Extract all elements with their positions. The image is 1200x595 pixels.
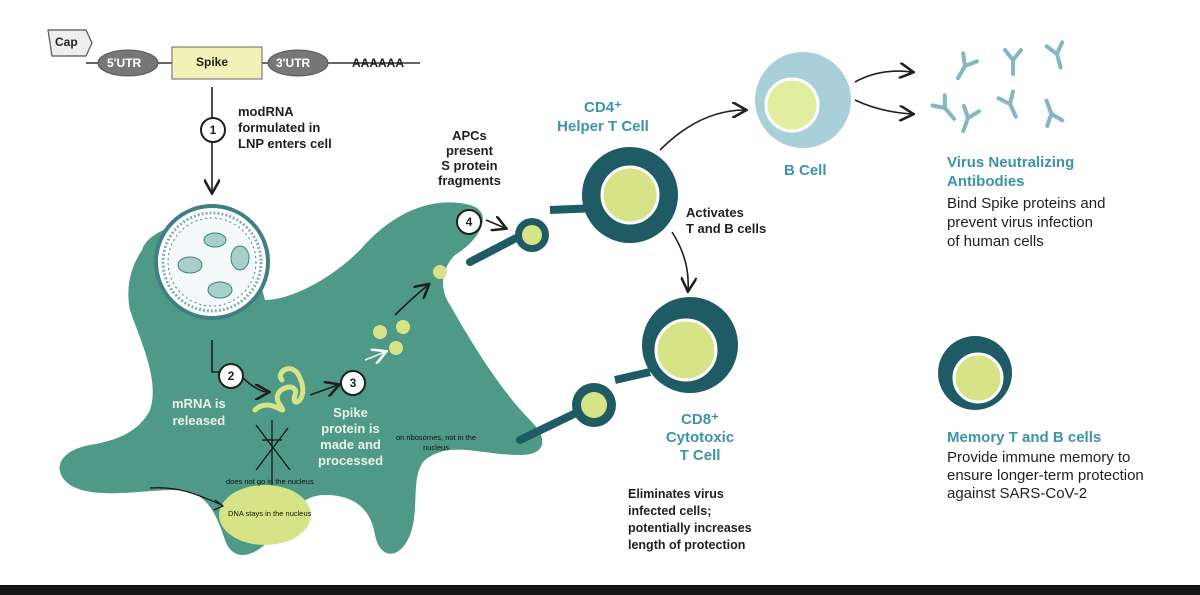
b-cell-label: B Cell (784, 162, 827, 179)
utr3-label: 3'UTR (276, 56, 311, 70)
dna-note: DNA stays in the nucleus (228, 509, 312, 518)
step-2-badge: 2 (218, 363, 244, 389)
step-4-badge: 4 (456, 209, 482, 235)
memory-title: Memory T and B cells (947, 429, 1102, 446)
cap-label: Cap (55, 35, 78, 49)
step-1-badge: 1 (200, 117, 226, 143)
mrna-construct (47, 29, 420, 80)
not-nucleus-note: does not go in the nucleus (226, 477, 314, 486)
spike-label: Spike (196, 55, 229, 69)
utr3-shape (267, 49, 329, 77)
cap-shape (47, 29, 93, 57)
mhc-cd4-connection (466, 204, 599, 266)
cd4-title: CD4⁺Helper T Cell (557, 99, 649, 135)
b-cell (755, 52, 851, 148)
lnp-particle (154, 204, 270, 320)
step-3-badge: 3 (340, 370, 366, 396)
utr5-label: 5'UTR (107, 56, 142, 70)
nucleus (219, 485, 311, 545)
antibodies-group (930, 40, 1065, 134)
cd8-cytotoxic-t-cell (642, 297, 738, 393)
mhc-cd8-connection (516, 368, 651, 444)
mrna-strand (252, 366, 306, 413)
utr5-shape (97, 49, 159, 77)
cd4-helper-t-cell (582, 147, 678, 243)
memory-cell (938, 336, 1012, 410)
spike-gene-box (171, 46, 263, 80)
polya-label: AAAAAA (352, 56, 404, 70)
bottom-bar (0, 585, 1200, 595)
